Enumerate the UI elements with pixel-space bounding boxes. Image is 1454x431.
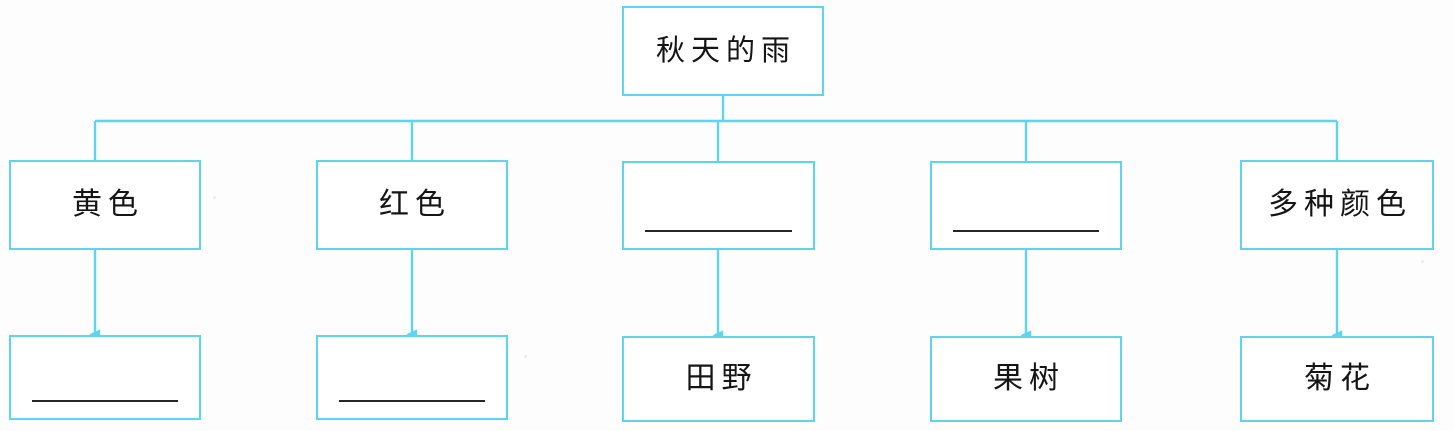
leaf-node-3-label: 田野 <box>685 362 758 395</box>
paper-speck <box>524 355 527 358</box>
leaf-node-4[interactable]: 果树 <box>930 336 1122 422</box>
branch-node-5[interactable]: 多种颜色 <box>1240 160 1434 250</box>
blank-answer-line[interactable] <box>339 400 485 402</box>
root-node-label: 秋天的雨 <box>655 34 796 67</box>
branch-node-4[interactable] <box>930 161 1122 250</box>
paper-speck <box>213 196 216 199</box>
leaf-node-2[interactable] <box>316 335 508 420</box>
root-node[interactable]: 秋天的雨 <box>622 6 824 96</box>
blank-answer-line[interactable] <box>953 230 1099 232</box>
leaf-node-5[interactable]: 菊花 <box>1240 336 1434 422</box>
leaf-node-5-label: 菊花 <box>1304 362 1376 395</box>
blank-answer-line[interactable] <box>32 400 178 402</box>
leaf-node-3[interactable]: 田野 <box>622 336 815 422</box>
branch-node-3[interactable] <box>622 161 815 250</box>
blank-answer-line[interactable] <box>645 230 792 232</box>
branch-node-1-label: 黄色 <box>72 188 144 221</box>
branch-node-2[interactable]: 红色 <box>316 160 508 250</box>
paper-speck <box>1421 260 1424 263</box>
leaf-node-1[interactable] <box>9 335 201 420</box>
branch-node-5-label: 多种颜色 <box>1268 188 1412 221</box>
branch-node-1[interactable]: 黄色 <box>9 160 201 250</box>
branch-node-2-label: 红色 <box>379 188 451 221</box>
leaf-node-4-label: 果树 <box>993 362 1065 395</box>
